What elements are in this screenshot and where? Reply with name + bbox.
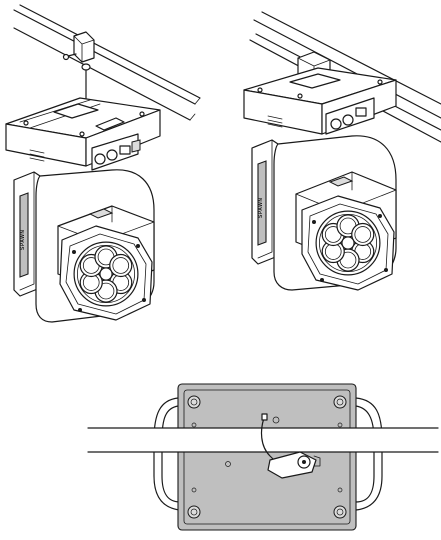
pipe-clamp-left	[62, 31, 95, 71]
rubber-feet	[187, 395, 347, 519]
handle-left	[153, 397, 181, 511]
top-bracket-left	[5, 97, 161, 171]
lens-center	[99, 267, 113, 281]
truss-pipe-left	[13, 4, 201, 121]
yoke-arm-right: SPAWN	[251, 139, 279, 265]
safety-cable-bottom	[260, 413, 321, 479]
lens-cluster-left	[73, 241, 139, 307]
yoke-arm-left: SPAWN	[13, 171, 41, 297]
handle-right-inner	[355, 405, 375, 503]
clamp-mounted-view: SPAWN	[243, 11, 441, 291]
handle-right	[355, 397, 383, 511]
top-bracket-right	[243, 67, 397, 135]
lens-center	[341, 236, 355, 250]
bottom-view	[87, 383, 439, 531]
brand-label-left: SPAWN	[20, 230, 26, 250]
handle-left-inner	[161, 405, 181, 503]
lens-inner	[354, 226, 372, 243]
lens-inner	[112, 257, 130, 274]
hanging-fixture-view: SPAWN	[5, 4, 201, 323]
lens-cluster-right	[315, 210, 381, 276]
truss-pipes-bottom	[87, 427, 439, 453]
base-plate	[177, 383, 357, 531]
screws	[191, 416, 343, 493]
brand-label-right: SPAWN	[258, 198, 264, 218]
